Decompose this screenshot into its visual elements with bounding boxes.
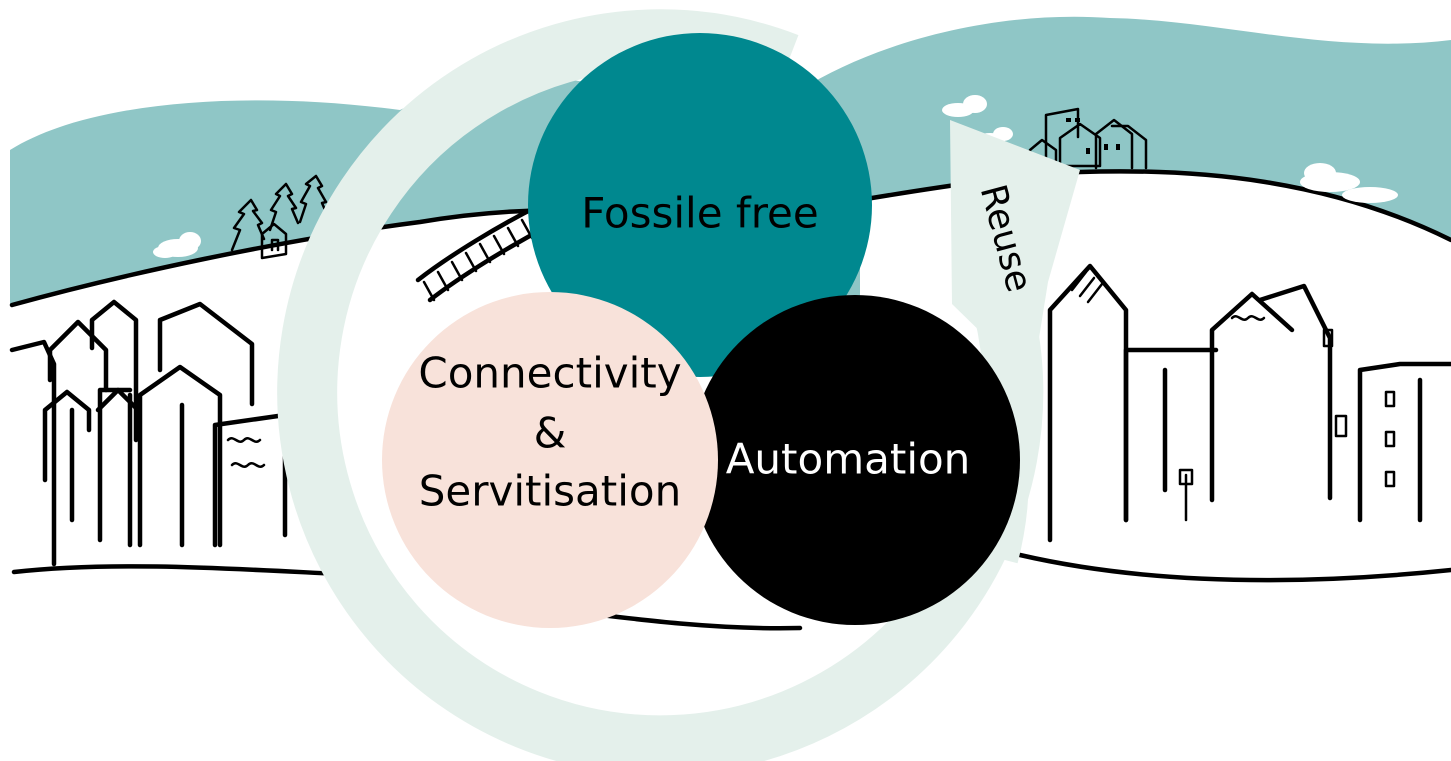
ground-line-right — [1017, 552, 1451, 583]
connectivity-label: Connectivity — [418, 349, 681, 398]
connectivity-servitisation-circle — [382, 292, 718, 628]
city-left-icon — [9, 299, 337, 567]
fossil-free-label: Fossile free — [581, 189, 818, 238]
fossil-free-circle — [528, 33, 872, 377]
ampersand-label: & — [534, 409, 567, 458]
city-right-icon — [1047, 263, 1451, 543]
automation-label: Automation — [726, 435, 971, 484]
servitisation-label: Servitisation — [419, 467, 682, 516]
cloud-icon — [153, 232, 201, 258]
village-icon — [1028, 107, 1148, 170]
cloud-icon — [1300, 163, 1398, 203]
trees-icon — [230, 174, 338, 260]
automation-circle — [690, 295, 1020, 625]
ground-line-left — [11, 564, 363, 578]
venn-circles — [382, 33, 1020, 628]
